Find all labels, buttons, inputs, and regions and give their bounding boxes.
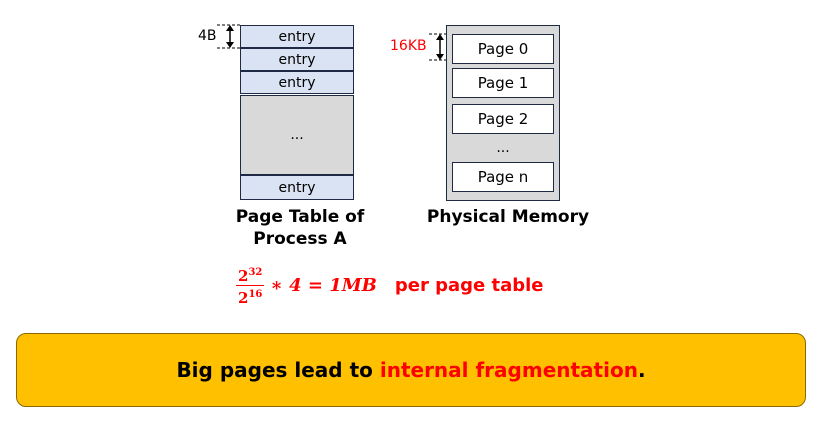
page-table-entry-last: entry — [240, 175, 354, 200]
memory-ellipsis: ... — [496, 140, 510, 156]
entry-size-label: 4B — [198, 28, 217, 44]
formula-fraction: 232 216 — [236, 264, 265, 307]
entry-size-marker — [217, 24, 242, 49]
page-table-caption-line2: Process A — [253, 229, 347, 249]
page-table-caption: Page Table of Process A — [220, 206, 380, 250]
formula-denominator-exp: 16 — [248, 289, 263, 300]
conclusion-banner: Big pages lead to internal fragmentation… — [16, 333, 806, 407]
memory-page-last: Page n — [452, 162, 554, 192]
banner-highlight: internal fragmentation — [379, 358, 638, 382]
page-table-size-formula: 232 216 ∗ 4 = 1MB per page table — [236, 264, 544, 307]
page-size-label: 16KB — [390, 38, 427, 54]
physical-memory-caption: Physical Memory — [426, 207, 590, 227]
page-table-ellipsis: ... — [240, 95, 354, 175]
memory-page: Page 0 — [452, 34, 554, 64]
page-table-caption-line1: Page Table of — [235, 207, 365, 227]
formula-denominator-base: 2 — [238, 289, 249, 307]
formula-numerator-exp: 32 — [248, 267, 263, 278]
page-table-entry: entry — [240, 25, 354, 48]
page-table-entry: entry — [240, 71, 354, 94]
formula-suffix: per page table — [394, 275, 544, 296]
banner-suffix: . — [637, 358, 646, 382]
page-table-entry: entry — [240, 48, 354, 71]
memory-page: Page 1 — [452, 68, 554, 98]
formula-expression: ∗ 4 = 1MB — [270, 275, 377, 296]
formula-numerator-base: 2 — [238, 267, 249, 285]
banner-prefix: Big pages lead to — [176, 358, 380, 382]
memory-page: Page 2 — [452, 104, 554, 134]
